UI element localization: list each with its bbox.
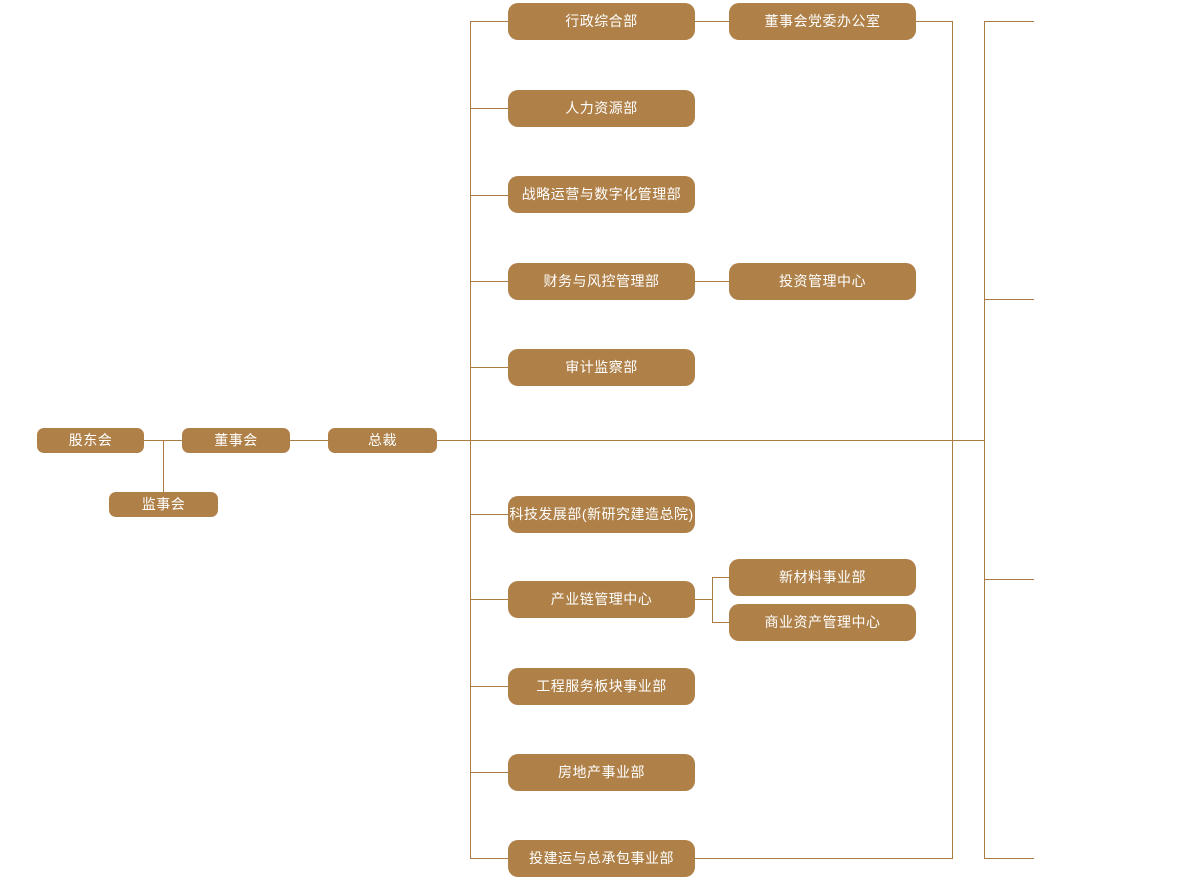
node-real-estate-bu: 房地产事业部 (508, 754, 695, 791)
stub-real-estate (470, 772, 508, 773)
node-supervisory-board: 监事会 (109, 492, 218, 517)
node-audit-dept: 审计监察部 (508, 349, 695, 386)
right-stub-2 (984, 299, 1034, 300)
connector-finance-to-investment (695, 281, 729, 282)
fork-stem-industry-chain (695, 599, 712, 600)
far-right-rail (984, 21, 985, 859)
node-hr-dept: 人力资源部 (508, 90, 695, 127)
fork-stub-commercial-assets (712, 622, 729, 623)
connector-trunk (437, 440, 984, 441)
stub-strategy-digital (470, 195, 508, 196)
node-shareholders: 股东会 (37, 428, 144, 453)
stub-tech-development (470, 514, 508, 515)
node-invest-build-epc-bu: 投建运与总承包事业部 (508, 840, 695, 877)
stub-engineering-services (470, 686, 508, 687)
connector-drop-supervisory (163, 440, 164, 492)
stub-admin-general (470, 21, 508, 22)
stub-audit (470, 367, 508, 368)
fork-stub-new-materials (712, 577, 729, 578)
fork-rail-industry-chain (712, 577, 713, 623)
node-investment-center: 投资管理中心 (729, 263, 916, 300)
connector-board-president (290, 440, 328, 441)
node-president: 总裁 (328, 428, 437, 453)
stub-industry-chain (470, 599, 508, 600)
right-stub-4 (984, 858, 1034, 859)
stub-invest-build-epc (470, 858, 508, 859)
connector-party-office-to-rail (916, 21, 952, 22)
stub-finance-risk (470, 281, 508, 282)
node-finance-risk-dept: 财务与风控管理部 (508, 263, 695, 300)
mid-right-rail (952, 21, 953, 859)
right-stub-3 (984, 579, 1034, 580)
node-engineering-services-bu: 工程服务板块事业部 (508, 668, 695, 705)
node-industry-chain-center: 产业链管理中心 (508, 581, 695, 618)
node-admin-general-dept: 行政综合部 (508, 3, 695, 40)
node-tech-dev-dept: 科技发展部(新研究建造总院) (508, 496, 695, 533)
left-distribution-rail (470, 21, 471, 859)
right-stub-1 (984, 21, 1034, 22)
node-board-party-office: 董事会党委办公室 (729, 3, 916, 40)
node-commercial-assets-center: 商业资产管理中心 (729, 604, 916, 641)
node-board-of-directors: 董事会 (182, 428, 290, 453)
node-new-materials-bu: 新材料事业部 (729, 559, 916, 596)
connector-epc-to-mid-rail (695, 858, 952, 859)
connector-admin-to-party-office (695, 21, 729, 22)
node-strategy-digital-dept: 战略运营与数字化管理部 (508, 176, 695, 213)
stub-hr (470, 108, 508, 109)
